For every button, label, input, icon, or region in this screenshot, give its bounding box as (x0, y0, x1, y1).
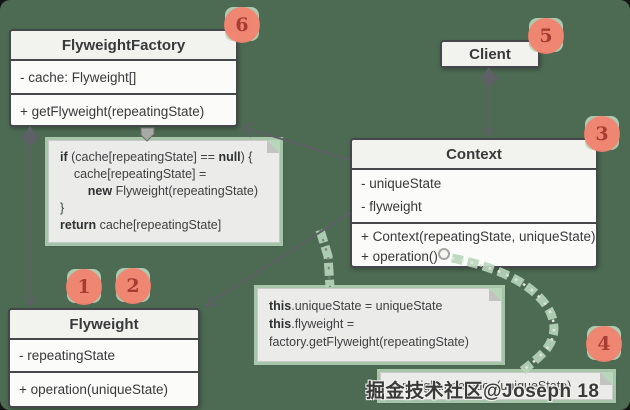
aggregation-diamond-icon (480, 67, 498, 89)
class-box-flyweight: Flyweight - repeatingState + operation(u… (8, 308, 200, 408)
step-badge-5: 5 (528, 18, 564, 54)
class-method: + operation() (361, 248, 438, 264)
step-badge-1: 1 (66, 269, 102, 305)
class-attribute: - repeatingState (19, 348, 116, 363)
badge-number: 6 (224, 7, 260, 43)
arrowhead-icon (242, 121, 255, 138)
class-title: Flyweight (10, 310, 198, 338)
step-badge-2: 2 (115, 268, 151, 304)
class-method: + Context(repeatingState, uniqueState) (361, 228, 596, 244)
class-box-flyweight-factory: FlyweightFactory - cache: Flyweight[] + … (9, 29, 238, 127)
badge-number: 2 (115, 268, 151, 304)
class-title: Context (352, 140, 596, 168)
class-attribute: - cache: Flyweight[] (20, 69, 137, 85)
class-method: + operation(uniqueState) (19, 382, 168, 397)
aggregation-diamond-icon (21, 126, 39, 148)
class-attribute: - flyweight (361, 199, 422, 214)
class-box-context: Context - uniqueState - flyweight + Cont… (350, 138, 598, 268)
badge-number: 3 (584, 116, 620, 152)
step-badge-6: 6 (224, 7, 260, 43)
context-note-link (315, 228, 335, 288)
badge-number: 5 (528, 18, 564, 54)
class-attribute: - uniqueState (361, 176, 442, 191)
step-badge-3: 3 (584, 116, 620, 152)
class-method: + getFlyweight(repeatingState) (20, 103, 205, 119)
factory-flyweight-aggregation (21, 126, 39, 308)
class-title: FlyweightFactory (11, 31, 236, 59)
arrowhead-icon (204, 295, 218, 308)
class-title: Client (442, 42, 538, 66)
badge-number: 4 (586, 326, 622, 362)
note-getflyweight-code: if (cache[repeatingState] == null) { cac… (48, 140, 280, 243)
code-block: if (cache[repeatingState] == null) { cac… (60, 150, 259, 232)
badge-number: 1 (66, 269, 102, 305)
arrowhead-icon (23, 296, 37, 308)
client-context-association (480, 67, 498, 138)
arrowhead-icon (482, 126, 496, 138)
code-block: flyweight.operation(uniqueState) (392, 379, 572, 393)
watermark-text: 掘金技术社区@Joseph 18 (366, 381, 600, 402)
step-badge-4: 4 (586, 326, 622, 362)
class-box-client: Client (440, 40, 540, 68)
